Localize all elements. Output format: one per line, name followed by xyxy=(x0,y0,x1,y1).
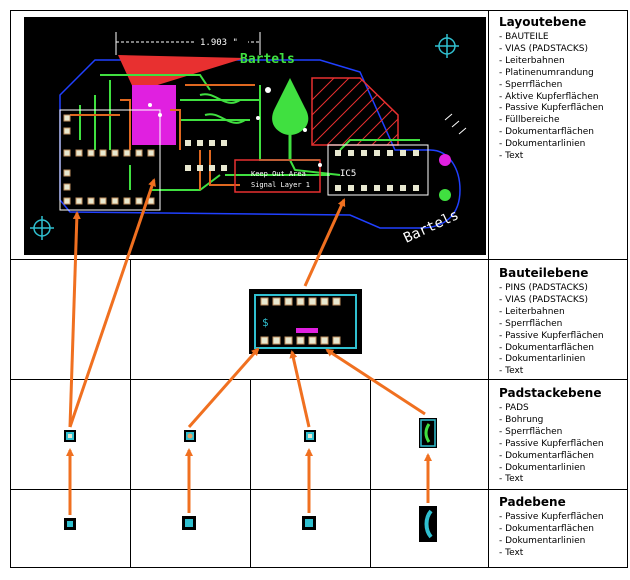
arrow-padstack1-to-layout-pin xyxy=(68,211,81,428)
list-item: - VIAS (PADSTACKS) xyxy=(499,43,589,54)
component-view: $ xyxy=(249,289,362,354)
board-outline xyxy=(59,59,461,229)
level-layout-title: Layoutebene xyxy=(499,15,587,29)
list-item: - Dokumentarlinien xyxy=(499,462,586,473)
arrow-padstack1-to-layout-pin-2 xyxy=(68,178,156,428)
list-item: - VIAS (PADSTACKS) xyxy=(499,294,589,305)
list-item: - Passive Kupferflächen xyxy=(499,512,604,522)
list-item: - BAUTEILE xyxy=(499,32,549,42)
list-item: - Dokumentarlinien xyxy=(499,535,586,546)
list-item: - Passive Kupferflächen xyxy=(499,330,604,341)
fiducial-target-top xyxy=(435,34,459,58)
arrow-padstack3-to-component xyxy=(289,350,311,428)
pcb-ic-left xyxy=(59,109,161,211)
list-item: - Dokumentarflächen xyxy=(499,450,595,461)
arrow-padstack2-to-component xyxy=(187,347,260,428)
level-padstack: Padstackebene - PADS - Bohrung - Sperrfl… xyxy=(499,386,627,486)
level-padstack-title: Padstackebene xyxy=(499,386,602,400)
green-copper-shape xyxy=(272,78,309,135)
magenta-copper-area xyxy=(132,85,176,145)
list-item: - Leiterbahnen xyxy=(499,306,565,317)
keepout-label-1: Keep Out Area xyxy=(251,170,306,178)
list-item: - Dokumentarlinien xyxy=(499,139,586,150)
list-item: - Platinenumrandung xyxy=(499,67,594,78)
orange-traces xyxy=(70,84,255,190)
list-item: - Text xyxy=(499,474,524,485)
padstack-views xyxy=(64,418,437,448)
list-item: - Passive Kupferflächen xyxy=(499,438,604,449)
level-component-items: - PINS (PADSTACKS) - VIAS (PADSTACKS) - … xyxy=(499,283,627,378)
pad-views xyxy=(64,506,437,542)
level-pad-title: Padebene xyxy=(499,495,566,509)
list-item: - PINS (PADSTACKS) xyxy=(499,283,588,293)
list-item: - Dokumentarlinien xyxy=(499,354,586,365)
list-item: - Dokumentarflächen xyxy=(499,523,595,534)
level-layout: Layoutebene - BAUTEILE - VIAS (PADSTACKS… xyxy=(499,15,627,163)
red-fill-area xyxy=(118,55,245,92)
green-traces xyxy=(79,74,420,191)
list-item: - Sperrflächen xyxy=(499,79,563,90)
pcb-via-green xyxy=(439,189,451,201)
pad-1 xyxy=(64,518,76,530)
list-item: - Sperrflächen xyxy=(499,426,563,437)
grid-frame xyxy=(10,10,628,568)
list-item: - PADS xyxy=(499,403,529,413)
padstack-3 xyxy=(304,430,316,442)
list-item: - Text xyxy=(499,547,524,558)
padstack-1 xyxy=(64,430,76,442)
pcb-ic-right xyxy=(327,144,429,196)
pcb-vias xyxy=(148,87,322,167)
list-item: - Text xyxy=(499,151,524,162)
list-item: - Bohrung xyxy=(499,414,544,425)
padstack-4 xyxy=(419,418,437,448)
arrow-component-to-layout xyxy=(303,198,346,287)
pad-4 xyxy=(419,506,437,542)
component-dollar: $ xyxy=(262,316,269,329)
padstack-2 xyxy=(184,430,196,442)
level-pad: Padebene - Passive Kupferflächen - Dokum… xyxy=(499,495,627,560)
reference-arrows xyxy=(66,178,432,515)
pad-2 xyxy=(182,516,196,530)
level-component-title: Bauteilebene xyxy=(499,266,589,280)
list-item: - Aktive Kupferflächen xyxy=(499,91,599,102)
pcb-chip-middle xyxy=(185,140,227,171)
list-item: - Füllbereiche xyxy=(499,115,560,126)
list-item: - Dokumentarflächen xyxy=(499,127,595,138)
pad-3 xyxy=(302,516,316,530)
level-padstack-items: - PADS - Bohrung - Sperrflächen - Passiv… xyxy=(499,403,627,486)
list-item: - Passive Kupferflächen xyxy=(499,103,604,114)
list-item: - Sperrflächen xyxy=(499,318,563,329)
list-item: - Leiterbahnen xyxy=(499,55,565,66)
fiducial-target-bottom xyxy=(30,216,54,240)
list-item: - Text xyxy=(499,366,524,377)
hatched-keepout xyxy=(311,77,399,146)
pcb-layout-view: 1.903 " Bartels xyxy=(24,17,486,255)
dimension-label: 1.903 " xyxy=(200,38,238,48)
level-component: Bauteilebene - PINS (PADSTACKS) - VIAS (… xyxy=(499,266,627,378)
keepout-box xyxy=(234,159,321,193)
ic-label: IC5 xyxy=(340,169,356,179)
list-item: - Dokumentarflächen xyxy=(499,342,595,353)
arrow-padstack4-to-component xyxy=(325,348,426,416)
level-pad-items: - Passive Kupferflächen - Dokumentarfläc… xyxy=(499,512,627,560)
pcb-title: Bartels xyxy=(240,52,295,67)
pcb-via-magenta xyxy=(439,154,451,166)
keepout-label-2: Signal Layer 1 xyxy=(251,181,310,189)
level-layout-items: - BAUTEILE - VIAS (PADSTACKS) - Leiterba… xyxy=(499,32,627,163)
